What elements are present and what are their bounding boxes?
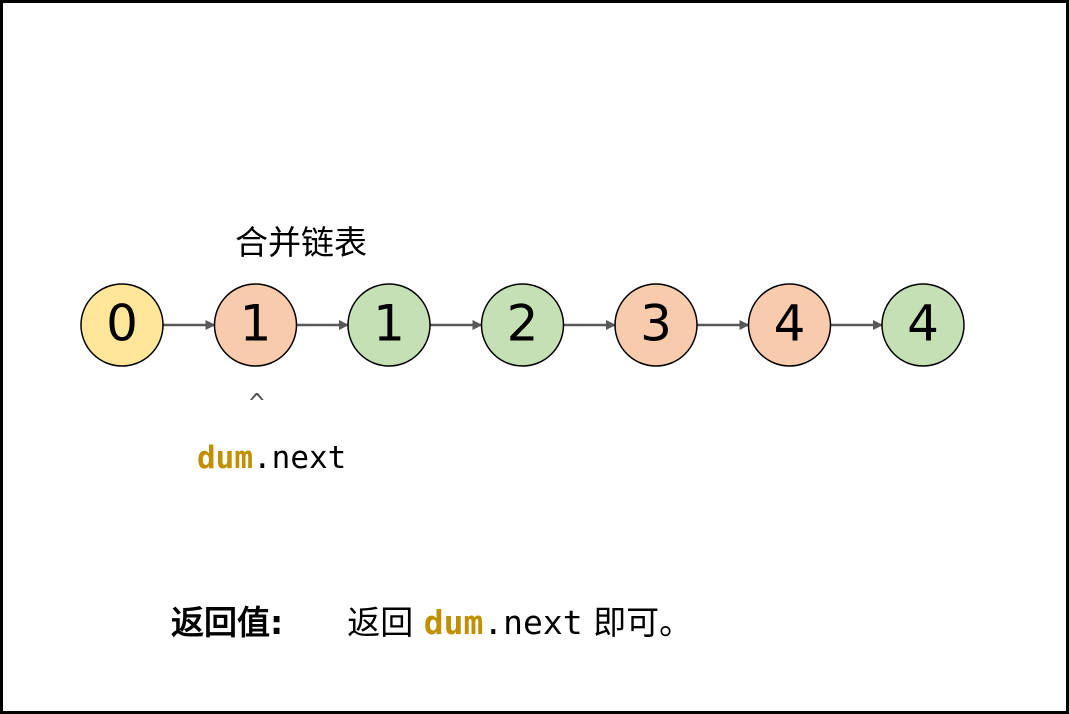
pointer-label: dum.next	[197, 443, 346, 474]
node-value: 1	[240, 295, 272, 353]
node-value: 3	[640, 295, 672, 353]
list-title: 合并链表	[235, 223, 367, 262]
linked-list-diagram: 0 1 1 2 3 4 4	[80, 283, 965, 367]
node-circle	[213, 283, 298, 367]
list-node: 2	[480, 283, 565, 367]
node-value: 1	[373, 295, 405, 353]
node-circle	[480, 283, 565, 367]
footer-tail: 即可。	[593, 603, 693, 642]
node-circle	[347, 283, 431, 367]
nodes-layer: 0 1 1 2 3 4 4	[80, 283, 965, 367]
node-value: 4	[774, 295, 806, 353]
pointer-caret: ^	[249, 389, 265, 419]
list-node: 1	[213, 283, 298, 367]
node-value: 4	[907, 295, 939, 353]
list-node: 3	[614, 283, 698, 367]
footer-label: 返回值:	[171, 603, 284, 642]
node-value: 0	[106, 295, 138, 353]
pointer-suffix: .next	[253, 440, 347, 476]
footer-note: 返回值: 返回 dum.next 即可。	[171, 606, 692, 639]
footer-suffix: .next	[483, 603, 583, 642]
node-circle	[614, 283, 698, 367]
list-node: 4	[881, 283, 965, 367]
list-node: 0	[80, 283, 164, 367]
list-node: 4	[747, 283, 832, 367]
list-node: 1	[347, 283, 431, 367]
node-circle	[881, 283, 965, 367]
node-circle	[747, 283, 832, 367]
node-circle	[80, 283, 164, 367]
footer-prefix: 返回	[347, 603, 414, 642]
pointer-keyword: dum	[197, 440, 253, 476]
node-value: 2	[507, 295, 539, 353]
footer-keyword: dum	[423, 603, 484, 642]
